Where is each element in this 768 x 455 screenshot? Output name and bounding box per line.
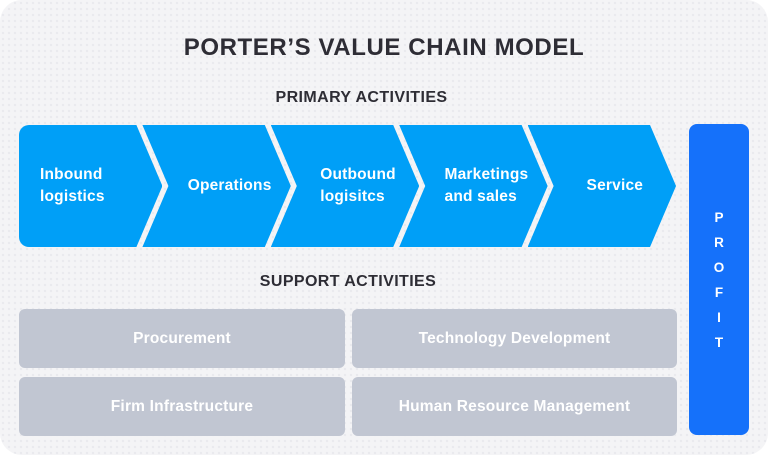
support-activities-grid: Procurement Technology Development Firm … — [19, 309, 677, 436]
profit-letter: T — [714, 334, 724, 350]
arrow-operations: Operations — [142, 125, 290, 247]
support-box-procurement-label: Procurement — [133, 329, 231, 347]
profit-letter: F — [714, 284, 724, 300]
support-box-firm-infrastructure-label: Firm Infrastructure — [110, 397, 254, 415]
arrow-inbound-logistics-label: Inbound logistics — [40, 165, 105, 205]
primary-activities-flow: Inbound logistics Operations Outbound lo… — [19, 125, 676, 247]
primary-activities-heading: PRIMARY ACTIVITIES — [275, 89, 448, 106]
profit-letter: P — [714, 209, 724, 225]
page-title: PORTER’S VALUE CHAIN MODEL — [183, 34, 585, 61]
arrow-outbound-logistics-label: Outbound logisitcs — [320, 165, 396, 205]
profit-bar: P R O F I T — [689, 124, 749, 435]
support-box-technology-development: Technology Development — [352, 309, 677, 368]
arrow-marketing-and-sales-label: Marketings and sales — [444, 165, 529, 205]
arrow-service-label: Service — [586, 176, 644, 194]
arrow-outbound-logistics: Outbound logisitcs — [271, 125, 419, 247]
support-box-firm-infrastructure: Firm Infrastructure — [19, 377, 345, 436]
profit-letter: O — [713, 259, 725, 275]
arrow-operations-label: Operations — [187, 176, 272, 194]
profit-letter: I — [717, 309, 721, 325]
arrow-marketing-and-sales: Marketings and sales — [399, 125, 547, 247]
support-box-human-resource-management: Human Resource Management — [352, 377, 677, 436]
arrow-service: Service — [528, 125, 676, 247]
support-box-technology-development-label: Technology Development — [418, 329, 611, 347]
support-activities-heading: SUPPORT ACTIVITIES — [259, 273, 437, 290]
arrow-inbound-logistics: Inbound logistics — [19, 125, 162, 247]
profit-letter: R — [714, 234, 724, 250]
support-box-procurement: Procurement — [19, 309, 345, 368]
support-box-human-resource-management-label: Human Resource Management — [398, 397, 631, 415]
